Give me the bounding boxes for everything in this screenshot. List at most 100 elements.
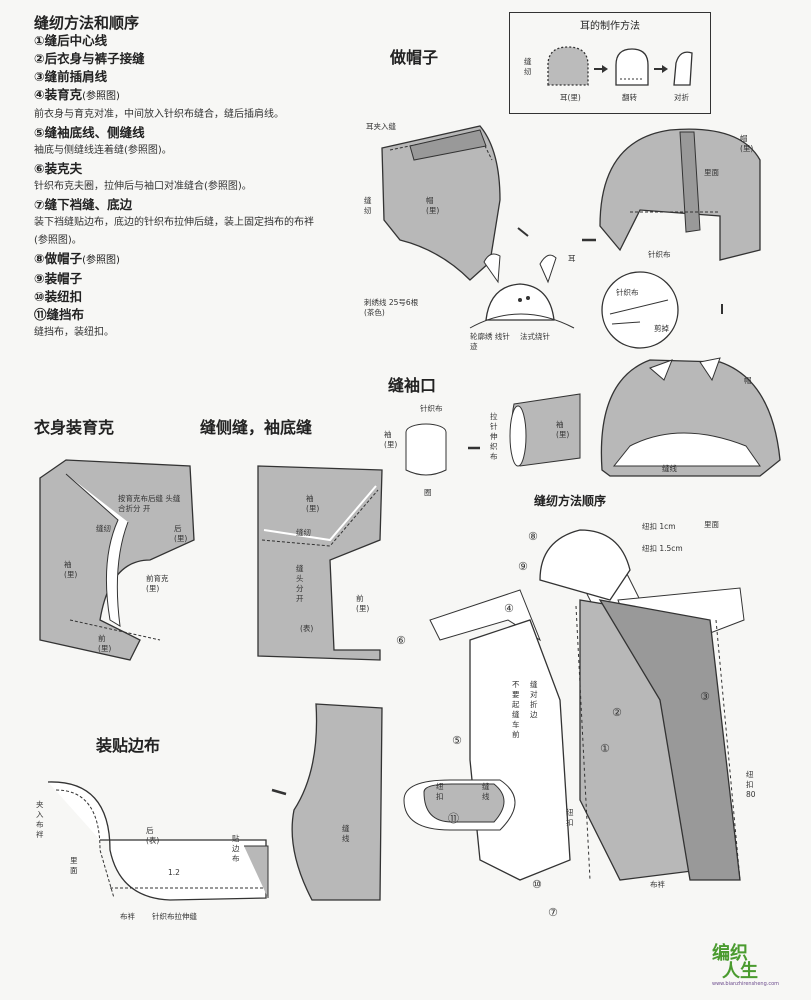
order-button-flap-label: 纽扣 <box>436 782 444 801</box>
order-fold-edge-label: 缝 对 折 边 <box>530 680 538 719</box>
logo-text-1: 编织 <box>712 943 748 964</box>
step-ref: (参照图) <box>82 255 120 266</box>
facing-section-title: 装贴边布 <box>96 736 161 755</box>
hood-piece-2 <box>599 128 761 261</box>
yoke-section-title: 衣身装育克 <box>34 418 115 437</box>
cuff-sleeve-back-label: 袖(里) <box>556 420 570 439</box>
side-front-label: 前(里) <box>356 594 370 613</box>
order-fold15-label: 纽扣 1.5cm <box>642 544 683 553</box>
facing-seam-label: 缝线 <box>342 824 350 843</box>
order-num-1: ① <box>600 742 610 755</box>
side-sleeve-label: 袖(里) <box>306 494 320 513</box>
side-seam-section-title: 缝侧缝，袖底缝 <box>200 418 313 437</box>
step-title-text: ⑪缝挡布 <box>34 307 85 322</box>
order-num-4: ④ <box>504 602 514 615</box>
facing-loop-label: 布袢 <box>120 912 135 921</box>
arrow-head-1 <box>602 65 608 73</box>
ear-stitch-label: 缝纫 <box>524 57 532 76</box>
yoke-sleeve-label: 袖(里) <box>64 560 78 579</box>
step-title: ⑪缝挡布 <box>34 306 324 324</box>
detail-lines <box>609 299 669 325</box>
hood-knit2-label: 针织布 <box>616 288 639 297</box>
cuff-circle-label: 圈 <box>424 488 432 497</box>
hood-stitch-label: 缝纫 <box>364 196 372 215</box>
order-num-2: ② <box>612 706 622 719</box>
ear-shape-1 <box>547 46 589 86</box>
hood-ear-attach-label: 耳夹入缝 <box>366 122 396 131</box>
hood-piece-3 <box>600 357 781 477</box>
order-num-10: ⑩ <box>532 878 542 891</box>
side-back-label: (表) <box>300 624 314 633</box>
ear-back-label: 耳(里) <box>560 93 581 102</box>
hood-arrow-1 <box>517 227 529 237</box>
order-fold1-label: 纽扣 1cm <box>642 522 676 531</box>
step-description: 袖底与侧缝线连着缝(参照图)。 <box>34 145 172 156</box>
detail-circle <box>601 271 679 349</box>
order-num-11: ⑪ <box>448 812 459 825</box>
hood-cut-label: 剪掉 <box>654 324 669 333</box>
ear-method-diagram <box>547 46 693 86</box>
side-allowance-label: 缝头分开 <box>296 564 304 603</box>
ear-fold-label: 对折 <box>674 93 689 102</box>
logo-text-2: 人生 <box>722 961 758 982</box>
step-title-text: ⑥装克夫 <box>34 161 83 176</box>
site-logo: 编织 人生 www.bianzhirensheng.com <box>712 943 780 988</box>
facing-label: 贴边布 <box>232 834 240 863</box>
hood-ear-label: 耳 <box>568 254 576 263</box>
hood-3-label: 帽 <box>744 376 752 385</box>
facing-front-label: 里面 <box>70 856 78 875</box>
cuff-stretch-label: 拉针 伸织 布 <box>490 412 498 461</box>
ear-method-title: 耳的制作方法 <box>580 21 640 32</box>
order-button-label: 纽扣 <box>566 808 574 827</box>
order-button2-label: 纽扣 80 <box>746 770 756 799</box>
step-title-text: ③缝前插肩线 <box>34 69 108 84</box>
step-title-text: ④装育克 <box>34 87 83 102</box>
order-num-7: ⑦ <box>548 906 558 919</box>
step-title: ⑤缝袖底线、侧缝线 <box>34 124 324 142</box>
hood-back-label: 帽(里) <box>740 134 754 153</box>
facing-dim-label: 1.2 <box>168 868 180 877</box>
ear-shape-3 <box>673 51 693 86</box>
order-num-9: ⑨ <box>518 560 528 573</box>
yoke-note-label: 按育克布后缝 头缝合折分 开 <box>118 494 181 513</box>
step-title: ⑦缝下裆缝、底边 <box>34 196 324 214</box>
order-loop-label: 布袢 <box>650 880 665 889</box>
hood-embroidery-label: 刺绣线 25号6根 (茶色) <box>364 298 419 317</box>
step-title-text: ⑦缝下裆缝、底边 <box>34 197 133 212</box>
ear-method-box: 耳的制作方法 缝纫 耳(里) 翻转 对折 <box>509 12 711 114</box>
order-seam-label: 缝线 <box>482 782 490 801</box>
yoke-back-label: 后(里) <box>174 524 188 543</box>
order-num-5: ⑤ <box>452 734 462 747</box>
side-stitch-label: 缝纫 <box>296 528 311 537</box>
ear-pieces <box>469 253 575 329</box>
step-title: ⑩装纽扣 <box>34 288 324 306</box>
cuff-knit-label: 针织布 <box>420 404 443 413</box>
yoke-front-label: 前(里) <box>98 634 112 653</box>
step-description: 前衣身与育克对准，中间放入针织布缝合，缝后插肩线。 <box>34 109 284 120</box>
yoke-front-yoke-label: 前育克(里) <box>146 574 169 593</box>
hood-backstitch-label: 轮廓绣 线针迹 <box>470 332 510 351</box>
facing-back-label: 后(表) <box>146 826 160 845</box>
hood-surface-label: 里面 <box>704 168 719 177</box>
arrow-head-2 <box>662 65 668 73</box>
side-seam-diagram <box>257 465 383 661</box>
hood-piece-1 <box>381 125 501 281</box>
step-description: 针织布克夫圈，拉伸后与袖口对准缝合(参照图)。 <box>34 181 252 192</box>
step-title-text: ⑨装帽子 <box>34 271 83 286</box>
ear-turn-label: 翻转 <box>622 93 637 102</box>
order-num-3: ③ <box>700 690 710 703</box>
step-ref: (参照图) <box>82 91 120 102</box>
logo-site: www.bianzhirensheng.com <box>712 981 780 987</box>
step-title: ①缝后中心线 <box>34 32 324 50</box>
cuff-section-title: 缝袖口 <box>388 376 437 395</box>
hood-knit-label: 针织布 <box>648 250 671 259</box>
step-title-text: ⑧做帽子 <box>34 251 83 266</box>
yoke-stitch-label: 缝纫 <box>96 524 111 533</box>
step-title: ③缝前插肩线 <box>34 68 324 86</box>
order-surface-label: 里面 <box>704 520 719 529</box>
step-title: ⑥装克夫 <box>34 160 324 178</box>
step-title: ④装育克(参照图) <box>34 86 324 106</box>
step-description: 装下裆缝贴边布，底边的针织布拉伸后缝，装上固定挡布的布袢(参照图)。 <box>34 217 314 246</box>
